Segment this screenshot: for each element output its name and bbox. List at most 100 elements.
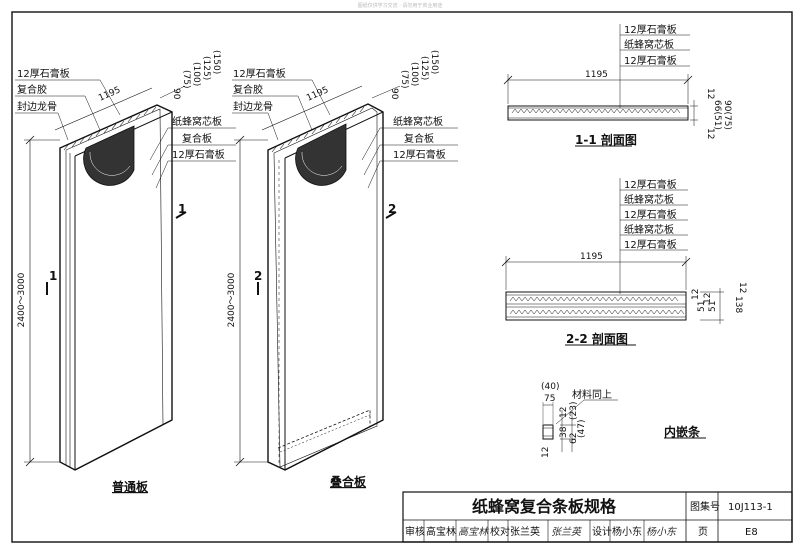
section-2-text: 12厚石膏板 纸蜂窝芯板 12厚石膏板 纸蜂窝芯板 12厚石膏板 1195 12… [566, 178, 747, 346]
section-2-2 [501, 178, 724, 346]
title-block [402, 491, 793, 543]
section-1-honeycomb [511, 108, 681, 114]
design-label: 设计 [592, 525, 612, 538]
middle-core-cutaway [295, 123, 347, 186]
section-1-text: 12厚石膏板 纸蜂窝芯板 12厚石膏板 1195 12 66(51) 12 90… [575, 23, 732, 147]
section-1-1 [503, 24, 698, 147]
left-section-mark-right: 1 [178, 202, 186, 216]
checker-signature: 张兰英 [551, 526, 583, 538]
reviewer-signature: 高宝林 [458, 526, 489, 538]
section-2-label-3: 12厚石膏板 [624, 208, 677, 221]
section-2-dim-12c: 12 [737, 282, 747, 293]
title-block-text: 纸蜂窝复合条板规格 图集号 10J113-1 审核 高宝林 高宝林 校对 张兰英… [405, 497, 773, 538]
inlay-dim-23: (23) [569, 402, 579, 420]
section-2-label-1: 12厚石膏板 [624, 178, 677, 191]
section-2-honeycomb [509, 296, 685, 315]
section-1-body [507, 105, 689, 121]
middle-thk-90: 90 [389, 88, 399, 100]
review-label: 审核 [405, 525, 425, 538]
middle-panel [232, 79, 458, 471]
section-2-label-2: 纸蜂窝芯板 [624, 193, 674, 206]
drawing-title: 纸蜂窝复合条板规格 [472, 497, 617, 516]
middle-caption: 叠合板 [330, 474, 367, 489]
inlay-label: 材料同上 [572, 388, 612, 401]
middle-thk-100: (100) [409, 62, 419, 86]
left-thk-90: 90 [171, 88, 181, 100]
left-label-composite: 复合板 [182, 132, 212, 145]
inlay-caption: 内嵌条 [664, 424, 701, 439]
middle-label-adhesive: 复合胶 [233, 83, 263, 96]
reviewer-name: 高宝林 [426, 525, 456, 538]
middle-section-mark-left: 2 [254, 269, 262, 283]
left-thk-125: (125) [201, 56, 211, 80]
inlay-dim-38: 38 [559, 426, 569, 438]
section-1-label-top: 12厚石膏板 [624, 23, 677, 36]
page-label: 页 [698, 526, 708, 538]
left-height-dim: 2400～3000 [17, 272, 27, 327]
section-1-width-dim: 1195 [585, 70, 608, 80]
inlay-dim-47: (47) [577, 420, 587, 438]
page-value: E8 [745, 527, 758, 538]
section-1-dim-12a: 12 [705, 88, 715, 99]
section-2-body [505, 291, 687, 321]
designer-name: 杨小东 [612, 525, 642, 538]
middle-label-honeycomb: 纸蜂窝芯板 [393, 115, 443, 128]
middle-thk-150: (150) [429, 50, 439, 74]
checker-name: 张兰英 [510, 525, 540, 538]
left-section-mark-left: 1 [49, 269, 57, 283]
middle-height-dim: 2400～3000 [227, 272, 237, 327]
atlas-number-label: 图集号 [690, 500, 720, 513]
atlas-number-value: 10J113-1 [728, 502, 773, 513]
left-panel-text: 12厚石膏板 复合胶 封边龙骨 纸蜂窝芯板 复合板 12厚石膏板 1195 24… [17, 50, 225, 494]
left-thk-150: (150) [211, 50, 221, 74]
middle-label-composite: 复合板 [404, 132, 434, 145]
section-2-label-5: 12厚石膏板 [624, 238, 677, 251]
left-caption: 普通板 [112, 479, 149, 494]
middle-panel-text: 12厚石膏板 复合胶 封边龙骨 纸蜂窝芯板 复合板 12厚石膏板 1195 24… [227, 50, 446, 489]
middle-thk-125: (125) [419, 56, 429, 80]
inlay-strip [542, 399, 706, 452]
left-core-cutaway [83, 125, 135, 186]
section-1-caption: 1-1 剖面图 [575, 132, 637, 147]
middle-label-edge-keel: 封边龙骨 [233, 100, 273, 113]
middle-thk-75: (75) [399, 70, 409, 88]
section-2-dim-12b: 12 [703, 293, 713, 304]
inlay-dim-12a: 12 [559, 407, 569, 418]
middle-section-mark-right: 2 [388, 202, 396, 216]
section-1-label-core: 纸蜂窝芯板 [624, 38, 674, 51]
left-label-adhesive: 复合胶 [17, 83, 47, 96]
designer-signature: 杨小东 [646, 526, 677, 538]
left-label-gypsum-bottom: 12厚石膏板 [172, 148, 225, 161]
left-label-honeycomb: 纸蜂窝芯板 [172, 115, 222, 128]
section-2-dim-51a: 51 [697, 301, 707, 312]
check-label: 校对 [490, 525, 510, 538]
middle-label-gypsum-bottom: 12厚石膏板 [393, 148, 446, 161]
inlay-dim-62: 62 [569, 433, 579, 444]
inlay-dim-40: (40) [541, 382, 559, 392]
section-2-caption: 2-2 剖面图 [566, 331, 628, 346]
inlay-dim-12b: 12 [541, 447, 551, 458]
watermark-text: 图纸仅供学习交流 · 请勿用于商业用途 [358, 2, 443, 9]
section-2-dim-12a: 12 [691, 289, 701, 300]
middle-label-gypsum-top: 12厚石膏板 [233, 67, 286, 80]
inlay-section [542, 424, 554, 440]
section-1-dim-12b: 12 [705, 128, 715, 139]
inlay-dim-75: 75 [544, 394, 555, 404]
section-2-dim-51b: 51 [708, 301, 718, 312]
section-1-label-bottom: 12厚石膏板 [624, 54, 677, 67]
section-2-width-dim: 1195 [580, 252, 603, 262]
middle-width-dim: 1195 [305, 85, 330, 103]
left-label-gypsum-top: 12厚石膏板 [17, 67, 70, 80]
drawing-frame [11, 11, 793, 543]
left-label-edge-keel: 封边龙骨 [17, 100, 57, 113]
left-thk-75: (75) [181, 70, 191, 88]
left-panel [15, 79, 236, 471]
section-1-dim-66: 66(51) [712, 100, 722, 130]
section-2-label-4: 纸蜂窝芯板 [624, 223, 674, 236]
left-width-dim: 1195 [97, 85, 122, 103]
section-2-dim-138: 138 [733, 296, 743, 313]
left-thk-100: (100) [191, 62, 201, 86]
section-1-dim-90: 90(75) [722, 100, 732, 130]
inlay-text: (40) 75 12 (23) 38 (47) 62 12 材料同上 内嵌条 [541, 382, 701, 458]
